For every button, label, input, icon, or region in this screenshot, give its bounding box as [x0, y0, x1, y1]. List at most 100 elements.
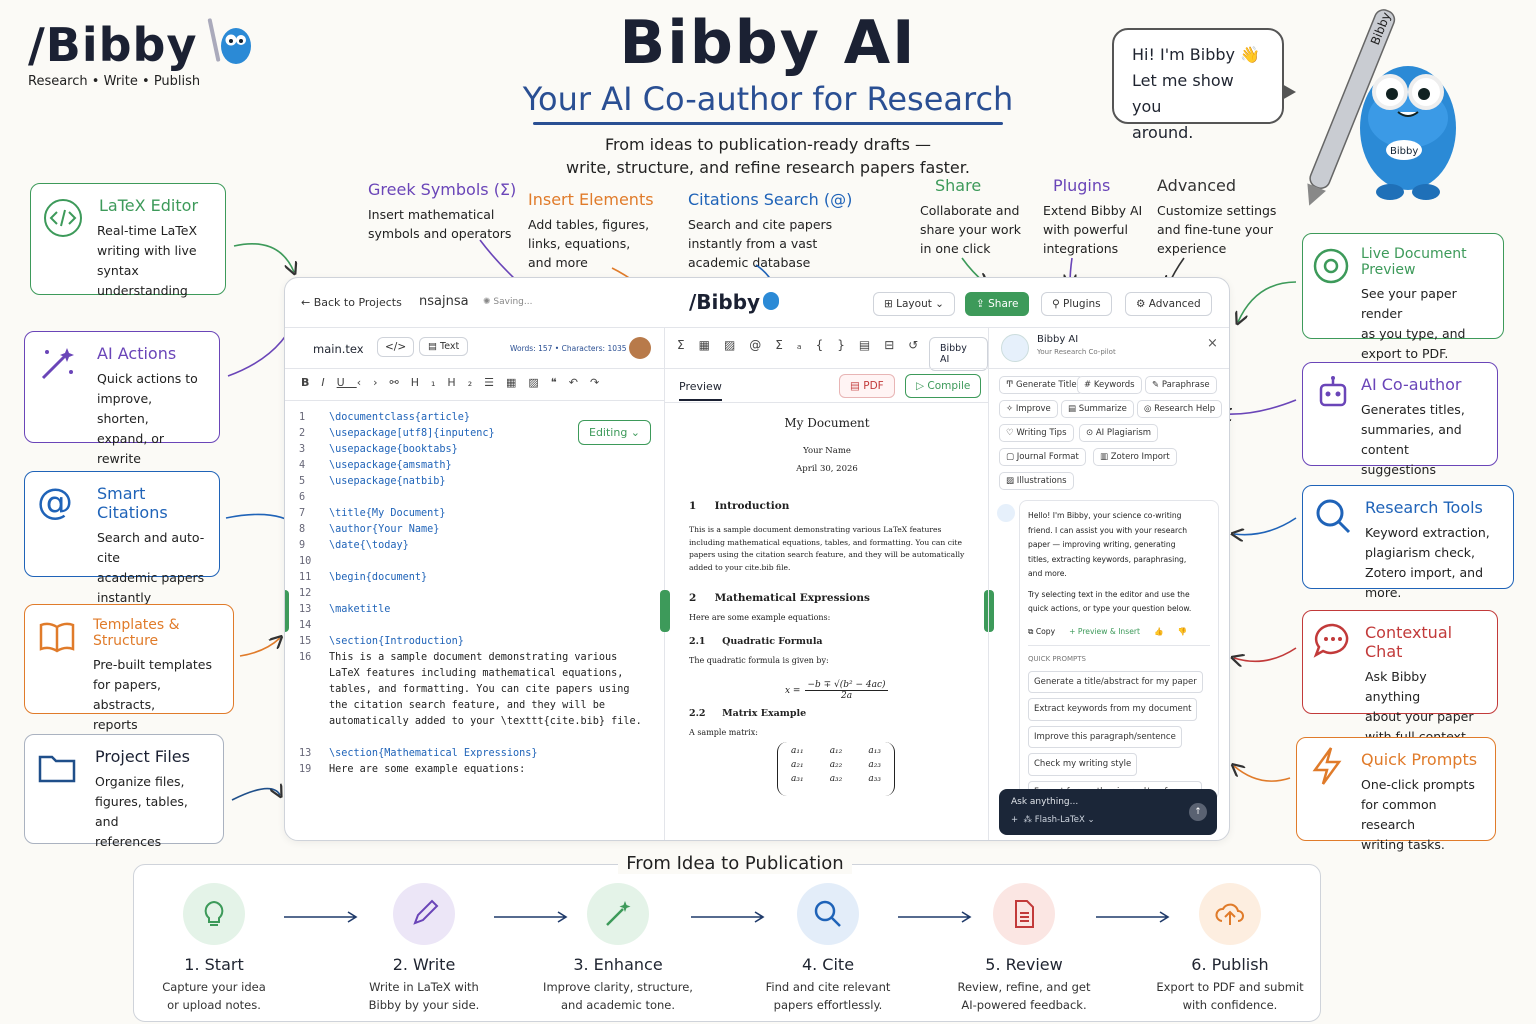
link-icon[interactable]: ⚯: [389, 376, 411, 389]
back-to-projects-link[interactable]: ← Back to Projects: [301, 296, 402, 309]
chip-illustrations[interactable]: ▨ Illustrations: [999, 472, 1074, 490]
search-icon: [1316, 499, 1351, 534]
heading-1-icon[interactable]: H₁: [410, 376, 448, 389]
chip-paraphrase[interactable]: ✎ Paraphrase: [1145, 376, 1217, 394]
undo-icon[interactable]: ↶: [568, 376, 590, 389]
book-small-icon[interactable]: ⊟: [884, 338, 909, 352]
line-number: 5: [299, 476, 306, 487]
preview-tab[interactable]: Preview: [679, 380, 722, 401]
advanced-button[interactable]: ⚙ Advanced: [1125, 292, 1212, 316]
quote-icon[interactable]: ❝: [550, 376, 569, 389]
quick-prompt[interactable]: Improve this paragraph/sentence: [1028, 725, 1182, 748]
run-button[interactable]: ▶: [290, 840, 314, 841]
list-icon[interactable]: ☰: [484, 376, 506, 389]
plugins-button[interactable]: ⚲ Plugins: [1041, 292, 1112, 316]
chip-zotero-import[interactable]: ▥ Zotero Import: [1093, 448, 1177, 466]
matrix-cell: a₂₂: [829, 760, 843, 770]
chip-keywords[interactable]: # Keywords: [1077, 376, 1142, 394]
chip-improve[interactable]: ✧ Improve: [999, 400, 1058, 418]
copy-button[interactable]: ⧉ Copy: [1028, 626, 1056, 636]
right-collapse-handle[interactable]: [984, 590, 994, 632]
bubble-line-3: around.: [1132, 123, 1194, 142]
code-inline-icon[interactable]: ‹›: [356, 376, 390, 389]
text-mode-button[interactable]: ▤ Text: [419, 337, 469, 356]
card-title: Templates & Structure: [93, 617, 180, 649]
doc-para-22: A sample matrix:: [689, 728, 758, 737]
bibby-ai-button[interactable]: Bibby AI: [929, 337, 988, 371]
matrix-cell: a₁₁: [791, 746, 804, 756]
thumbs-up-icon[interactable]: 👍: [1153, 626, 1164, 636]
preview-insert-button[interactable]: + Preview & Insert: [1069, 626, 1140, 636]
center-collapse-handle[interactable]: [660, 590, 670, 632]
annotation-desc: in one click: [920, 241, 991, 256]
share-button[interactable]: ⇪ Share: [965, 292, 1030, 316]
quick-prompt[interactable]: Check my writing style: [1028, 753, 1138, 776]
history-icon[interactable]: ↺: [908, 338, 933, 352]
heading-2-icon[interactable]: H₂: [447, 376, 485, 389]
preview-pane: Σ▦▨@Σₐ{}▤⊟↺ Bibby AI Preview ▤ PDF ▷ Com…: [665, 328, 989, 840]
code-editor[interactable]: 1\documentclass{article}2\usepackage[utf…: [299, 410, 642, 778]
italic-icon[interactable]: I: [321, 376, 337, 389]
close-icon[interactable]: ×: [1207, 336, 1218, 351]
compile-button[interactable]: ▷ Compile: [905, 374, 982, 398]
annotation-desc: Customize settings: [1157, 203, 1277, 218]
hero-underline: [533, 122, 1003, 125]
card-title: Live Document Preview: [1361, 246, 1467, 278]
annotation-desc: share your work: [920, 222, 1021, 237]
underline-icon[interactable]: U: [336, 376, 357, 389]
at-icon[interactable]: @: [749, 338, 776, 352]
clipboard-icon[interactable]: ▤: [858, 338, 885, 352]
step-name: 3. Enhance: [573, 955, 663, 974]
chip-generate-title[interactable]: Ͳ Generate Title: [999, 376, 1084, 394]
model-selector[interactable]: + ⁂ Flash-LaTeX ⌄: [1011, 815, 1095, 825]
image-insert-icon[interactable]: ▨: [723, 338, 750, 352]
chip-summarize[interactable]: ▤ Summarize: [1061, 400, 1134, 418]
send-icon[interactable]: ↑: [1189, 803, 1207, 821]
redo-icon[interactable]: ↷: [589, 376, 612, 389]
file-tab[interactable]: main.tex: [313, 342, 364, 356]
avatar[interactable]: [629, 337, 651, 359]
left-collapse-handle[interactable]: [285, 590, 289, 632]
card-title: AI Actions: [97, 344, 177, 363]
chip-label: Keywords: [1093, 380, 1135, 390]
bubble-line-1: Hi! I'm Bibby 👋: [1132, 45, 1260, 64]
chip-writing-tips[interactable]: ♡ Writing Tips: [999, 424, 1074, 442]
pencil-icon: [393, 883, 455, 945]
card-desc: See your paper render: [1361, 286, 1457, 321]
quick-prompt[interactable]: Extract keywords from my document: [1028, 698, 1198, 721]
quick-prompt[interactable]: Generate a title/abstract for my paper: [1028, 670, 1203, 693]
eq-numerator: −b ∓ √(b² − 4ac): [805, 680, 888, 691]
editing-mode-dropdown[interactable]: Editing ⌄: [578, 420, 652, 445]
step-desc-line: Improve clarity, structure,: [543, 980, 693, 994]
thumbs-down-icon[interactable]: 👎: [1177, 626, 1187, 636]
msg-line: and more.: [1028, 569, 1067, 578]
chip-journal-format[interactable]: ▢ Journal Format: [999, 448, 1086, 466]
arrow-right-icon: [1096, 911, 1170, 923]
chat-input[interactable]: Ask anything... + ⁂ Flash-LaTeX ⌄ ↑: [999, 789, 1217, 835]
pdf-label: PDF: [863, 380, 884, 392]
image-icon[interactable]: ▨: [528, 376, 551, 389]
sigma-icon[interactable]: Σ: [677, 338, 699, 352]
chip-research-help[interactable]: ◎ Research Help: [1137, 400, 1223, 418]
chip-ai-plagiarism[interactable]: ⊙ AI Plagiarism: [1079, 424, 1159, 442]
bold-icon[interactable]: B: [301, 376, 322, 389]
code-mode-button[interactable]: </>: [377, 337, 415, 357]
table-insert-icon[interactable]: ▦: [698, 338, 724, 352]
step-desc-line: Bibby by your side.: [368, 998, 480, 1012]
sigma-a-icon[interactable]: Σₐ: [775, 338, 816, 352]
card-desc: figures, tables, and: [95, 794, 188, 829]
card-desc: content suggestions: [1361, 442, 1436, 477]
step-enhance: 3. Enhance Improve clarity, structure,an…: [538, 883, 698, 1014]
layout-button[interactable]: ⊞ Layout ⌄: [873, 292, 955, 316]
braces-icon[interactable]: {}: [815, 338, 859, 352]
annotation-insert-elements: Insert Elements Add tables, figures,link…: [528, 190, 654, 272]
step-name: 1. Start: [184, 955, 244, 974]
line-content: Here are some example equations:: [329, 764, 526, 775]
at-sign-icon: @: [37, 482, 73, 522]
card-desc: Organize files,: [95, 774, 185, 789]
table-icon[interactable]: ▦: [505, 376, 529, 389]
ai-message: Hello! I'm Bibby, your science co-writin…: [1019, 500, 1219, 803]
pdf-button[interactable]: ▤ PDF: [839, 374, 895, 398]
